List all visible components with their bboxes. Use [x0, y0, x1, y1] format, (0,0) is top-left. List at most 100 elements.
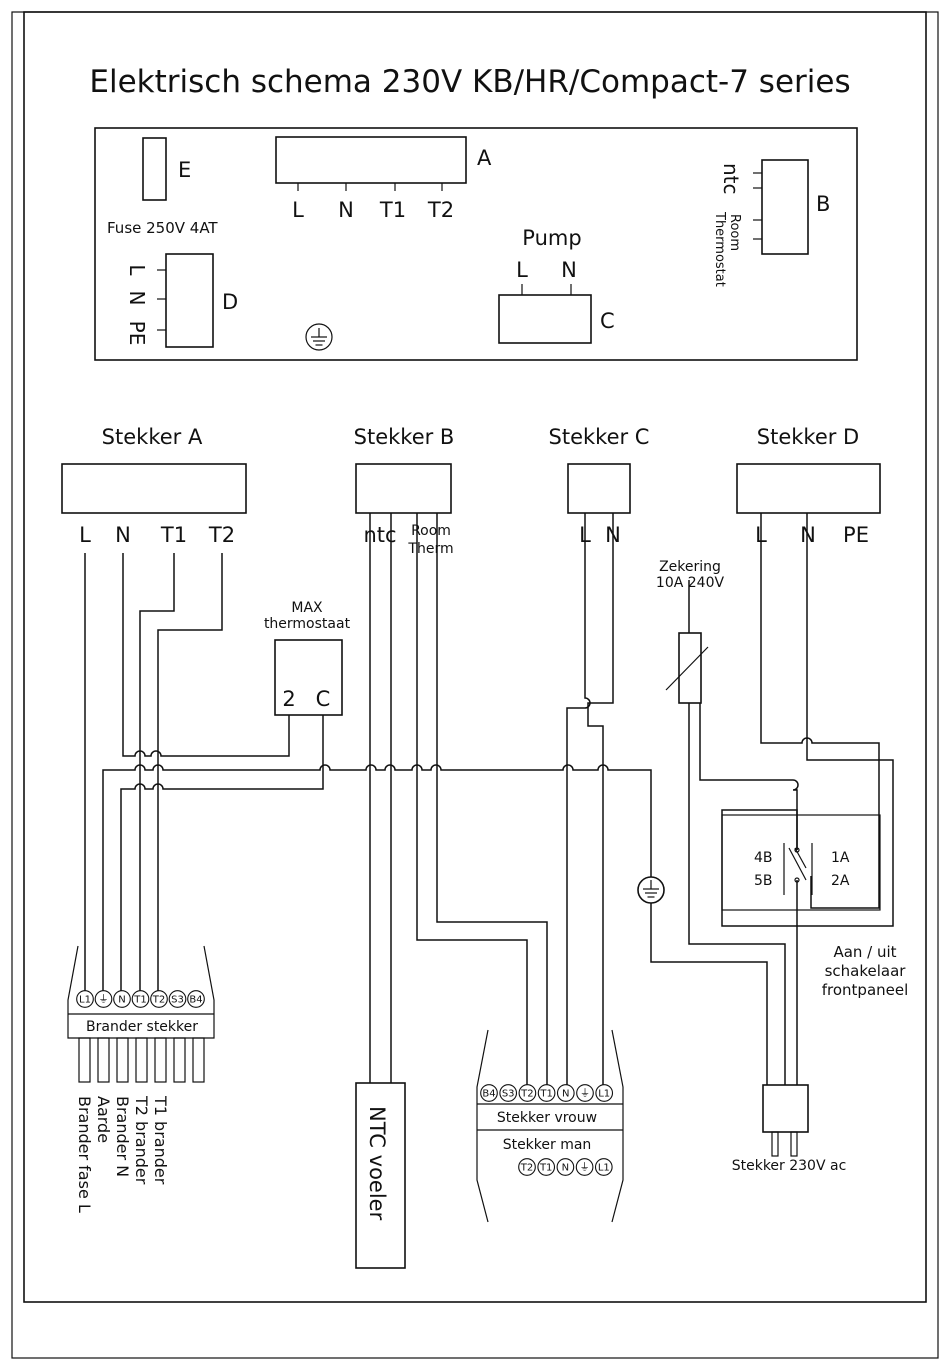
brander-pins-label: ⏚ — [99, 994, 109, 1006]
vrouw-pins-label: ⏚ — [580, 1088, 590, 1100]
stekker-a-title: Stekker A — [102, 425, 203, 449]
vrouw-pins-label: S3 — [502, 1089, 515, 1100]
wire-label-fase-l: Brander fase L — [75, 1096, 94, 1213]
man-pins-circle — [594, 1158, 613, 1176]
vrouw-pins-circle — [537, 1084, 556, 1102]
conn-d-pin-n: N — [125, 291, 149, 306]
stekker-vrouw-label: Stekker vrouw — [497, 1110, 597, 1126]
vrouw-pins-circle — [499, 1084, 518, 1102]
stekker-d-box — [736, 463, 881, 514]
plug-prong-right — [790, 1131, 798, 1157]
brander-pins-circle — [94, 990, 113, 1008]
conn-a-letter: A — [477, 146, 492, 170]
stekker-b-room: Room — [411, 523, 451, 539]
switch-label-line2: schakelaar — [825, 962, 907, 980]
switch-label-line1: Aan / uit — [833, 943, 896, 961]
conn-d-letter: D — [222, 290, 238, 314]
max-thermostat-line2: thermostaat — [264, 616, 351, 632]
conn-d-pin-l: L — [125, 264, 149, 276]
man-pins-circle — [575, 1158, 594, 1176]
stekker-c-title: Stekker C — [549, 425, 650, 449]
ntc-sensor-box — [355, 1082, 406, 1269]
vrouw-pins-label: T1 — [539, 1089, 552, 1100]
switch-symbol — [783, 843, 813, 895]
brander-pins-label: B4 — [189, 995, 202, 1006]
plug-prong-left — [771, 1131, 779, 1157]
switch-box — [721, 814, 881, 911]
stekker-a-pin-l: L — [79, 523, 91, 547]
stekker-a-box — [61, 463, 247, 514]
switch-label-line3: frontpaneel — [822, 981, 909, 999]
vrouw-pins-label: N — [562, 1089, 569, 1100]
earth-icon — [637, 876, 665, 904]
conn-c-letter: C — [600, 309, 615, 333]
pump-pin-l: L — [516, 258, 528, 282]
brander-pins-circle — [131, 990, 150, 1008]
max-thermostat-box — [274, 639, 343, 716]
vrouw-pins-label: L1 — [598, 1089, 610, 1100]
conn-a-box — [275, 136, 467, 184]
conn-d-box — [165, 253, 214, 348]
stekker-b-box — [355, 463, 452, 514]
wire-label-aarde: Aarde — [94, 1096, 113, 1143]
diagram-title: Elektrisch schema 230V KB/HR/Compact-7 s… — [89, 64, 850, 100]
inner-frame — [23, 11, 927, 1303]
conn-a-pin-t1: T1 — [379, 198, 406, 222]
conn-b-ntc-label: ntc — [719, 163, 743, 195]
stekker-d-pin-n: N — [800, 523, 816, 547]
plug-label: Stekker 230V ac — [732, 1158, 847, 1174]
switch-pin-4b: 4B — [754, 850, 773, 866]
max-thermostat-pin-c: C — [316, 687, 331, 711]
plug-body — [762, 1084, 809, 1133]
stekker-d-title: Stekker D — [757, 425, 859, 449]
max-thermostat-line1: MAX — [291, 600, 323, 616]
wiring — [84, 513, 894, 1087]
brander-pins-label: L1 — [79, 995, 91, 1006]
vrouw-pins-circle — [576, 1084, 594, 1102]
brander-pins-circle — [150, 990, 168, 1008]
vrouw-pins-circle — [556, 1084, 575, 1102]
vrouw-pins-circle — [518, 1084, 537, 1102]
stekker-a-pin-n: N — [115, 523, 131, 547]
brander-pins-circle — [76, 990, 94, 1008]
fuse-10a-line1: Zekering — [659, 559, 721, 575]
conn-a-pin-t2: T2 — [427, 198, 454, 222]
conn-a-pin-n: N — [338, 198, 354, 222]
man-pins-label: T2 — [520, 1163, 533, 1174]
conn-a-pin-l: L — [292, 198, 304, 222]
vrouw-pins-label: T2 — [520, 1089, 533, 1100]
man-pins-label: T1 — [539, 1163, 552, 1174]
overview-panel: E Fuse 250V 4AT A L N T1 T2 B ntc Room T… — [94, 127, 858, 361]
conn-b-letter: B — [816, 192, 830, 216]
pump-label: Pump — [522, 226, 581, 250]
wire-label-t2: T2 brander — [132, 1095, 151, 1185]
stekker-man-label: Stekker man — [503, 1137, 592, 1153]
man-pins-label: N — [562, 1163, 569, 1174]
conn-d-pin-pe: PE — [125, 321, 149, 346]
switch-pin-5b: 5B — [754, 873, 773, 889]
wire-label-brander-n: Brander N — [113, 1096, 132, 1177]
brander-pins-label: S3 — [171, 995, 184, 1006]
stekker-d-pin-pe: PE — [843, 523, 869, 547]
stekker-b-therm: Therm — [407, 541, 453, 557]
man-pins-label: ⏚ — [580, 1162, 590, 1174]
man-pins-label: L1 — [598, 1163, 610, 1174]
vrouw-pins-label: B4 — [482, 1089, 495, 1100]
switch-pin-2a: 2A — [831, 873, 850, 889]
man-pins-circle — [518, 1158, 536, 1176]
brander-label: Brander stekker — [86, 1019, 198, 1035]
fuse-10a-slash — [665, 646, 709, 691]
conn-b-thermostat-label: Thermostat — [712, 211, 727, 287]
stekker-b-title: Stekker B — [354, 425, 455, 449]
brander-pins-label: T1 — [133, 995, 146, 1006]
fuse-e-label: Fuse 250V 4AT — [107, 219, 218, 237]
conn-b-room-label: Room — [727, 214, 742, 251]
overview-frame — [94, 127, 858, 361]
man-pins-circle — [537, 1158, 556, 1176]
max-thermostat-pin-2: 2 — [282, 687, 295, 711]
brander-pins-label: T2 — [152, 995, 165, 1006]
pump-c-box — [498, 294, 592, 344]
brander-pins-circle — [187, 990, 205, 1008]
